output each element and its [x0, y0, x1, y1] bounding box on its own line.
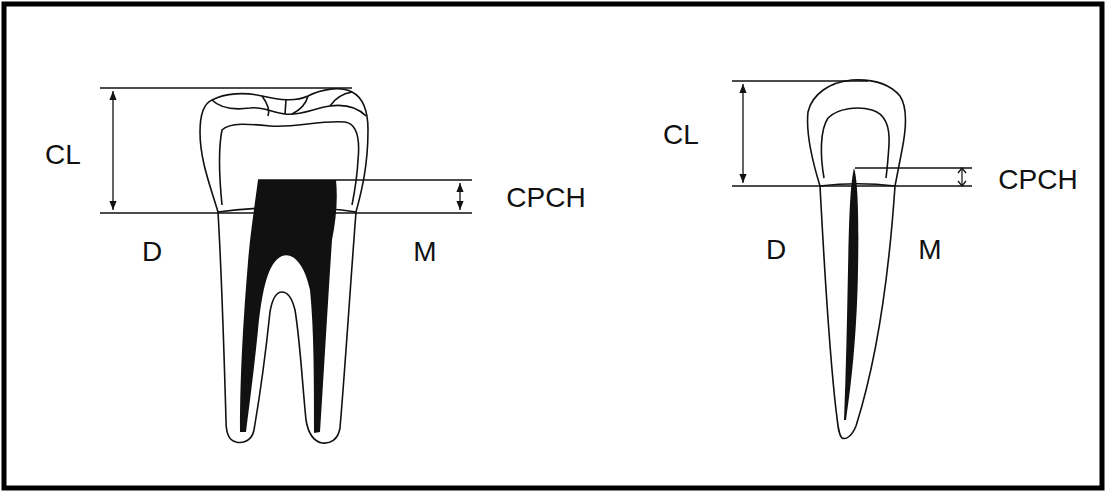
- frame: [4, 4, 1102, 488]
- dimension-label: CL: [45, 141, 81, 169]
- side-label: M: [918, 236, 941, 264]
- molar: [200, 89, 368, 443]
- dimension-label: CPCH: [506, 184, 585, 212]
- side-label: D: [142, 238, 162, 266]
- molar-dimensions: [100, 88, 472, 213]
- dimension-label: CPCH: [998, 166, 1077, 194]
- side-label: M: [413, 238, 436, 266]
- side-label: D: [766, 236, 786, 264]
- dimension-label: CL: [663, 121, 699, 149]
- incisor: [808, 80, 906, 439]
- incisor-dimensions: [732, 81, 972, 186]
